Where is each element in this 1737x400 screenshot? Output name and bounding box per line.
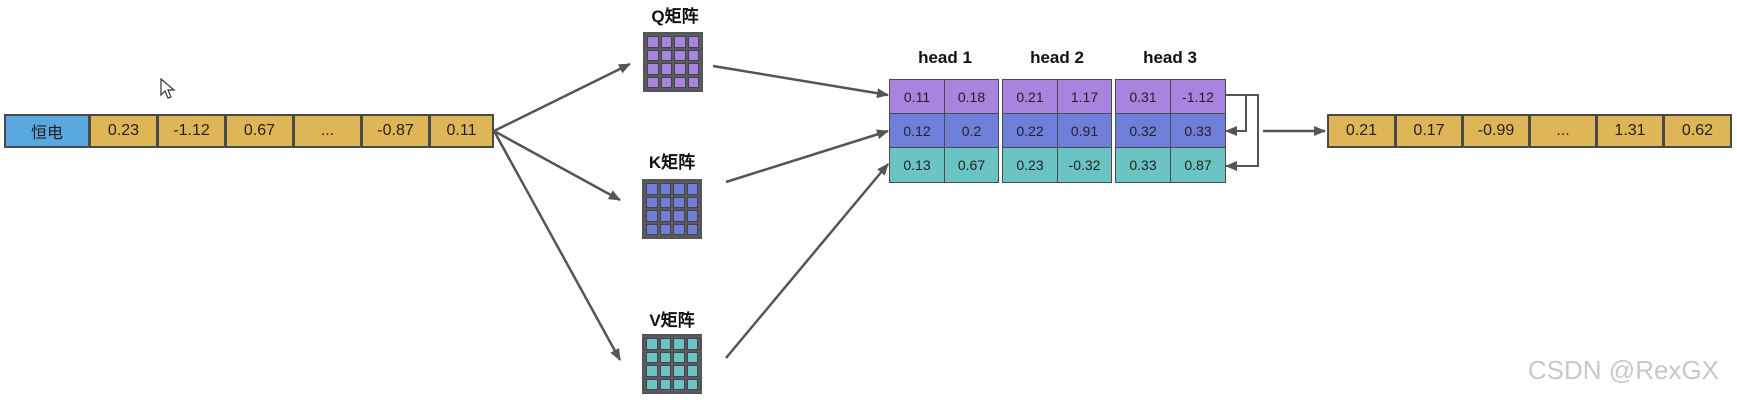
- input-value: -1.12: [157, 114, 226, 148]
- head-k-cell: 0.91: [1057, 113, 1112, 148]
- head-label: head 2: [1030, 48, 1084, 67]
- head-k-cell: 0.33: [1170, 113, 1226, 148]
- arrow-k-to-heads: [725, 129, 889, 184]
- mouse-pointer-icon: [160, 78, 176, 99]
- arrow-q-to-v-loop: [1225, 94, 1259, 171]
- output-value: 1.31: [1596, 114, 1664, 148]
- head-v-cell: 0.87: [1170, 147, 1226, 183]
- input-value: 0.67: [225, 114, 294, 148]
- head-v-cell: -0.32: [1057, 147, 1112, 183]
- head-q-cell: 0.18: [944, 79, 999, 114]
- arrow-input-to-v: [492, 130, 622, 361]
- q-matrix-label: Q矩阵: [651, 7, 699, 26]
- head-q-cell: 1.17: [1057, 79, 1112, 114]
- watermark: CSDN @RexGX: [1527, 355, 1719, 385]
- head-q-cell: 0.21: [1002, 79, 1058, 114]
- head-label: head 3: [1143, 48, 1197, 67]
- head-v-cell: 0.33: [1115, 147, 1171, 183]
- head-v-cell: 0.67: [944, 147, 999, 183]
- head-k-cell: 0.2: [944, 113, 999, 148]
- arrow-v-to-heads: [725, 163, 889, 359]
- output-value: 0.62: [1663, 114, 1732, 148]
- input-value: 0.23: [89, 114, 158, 148]
- v-matrix-label: V矩阵: [649, 311, 695, 330]
- head-v-cell: 0.23: [1002, 147, 1058, 183]
- input-value: 0.11: [429, 114, 494, 148]
- k-matrix-label: K矩阵: [648, 153, 696, 172]
- output-value: -0.99: [1462, 114, 1530, 148]
- head-v-cell: 0.13: [889, 147, 945, 183]
- head-q-cell: -1.12: [1170, 79, 1226, 114]
- arrow-input-to-q: [493, 62, 631, 133]
- input-token: 恒电: [4, 114, 90, 148]
- input-value: ...: [293, 114, 362, 148]
- head-k-cell: 0.12: [889, 113, 945, 148]
- output-value: 0.21: [1327, 114, 1396, 148]
- input-value: -0.87: [361, 114, 430, 148]
- head-q-cell: 0.31: [1115, 79, 1171, 114]
- output-value: ...: [1529, 114, 1597, 148]
- k-matrix-icon: [642, 179, 702, 239]
- head-k-cell: 0.32: [1115, 113, 1171, 148]
- head-label: head 1: [918, 48, 972, 67]
- arrow-q-to-k-loop: [1225, 94, 1247, 136]
- q-matrix-icon: [643, 32, 703, 92]
- arrow-input-to-k: [493, 129, 621, 202]
- v-matrix-icon: [642, 334, 702, 394]
- head-k-cell: 0.22: [1002, 113, 1058, 148]
- head-q-cell: 0.11: [889, 79, 945, 114]
- output-value: 0.17: [1395, 114, 1463, 148]
- arrow-q-to-heads: [712, 64, 889, 99]
